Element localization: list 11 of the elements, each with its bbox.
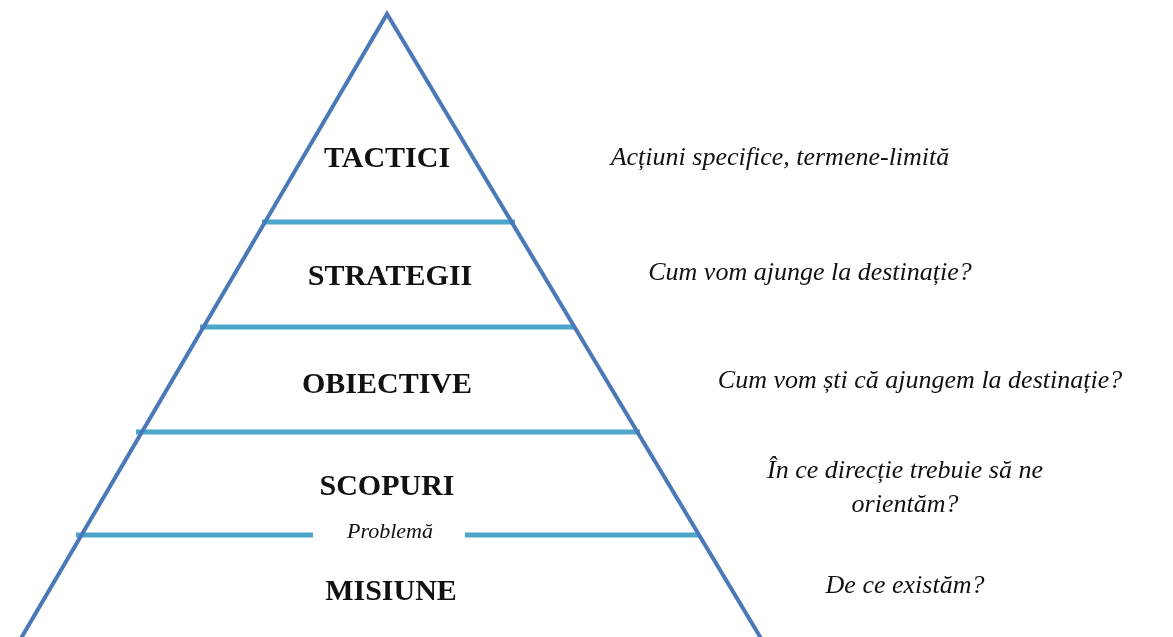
level-label: OBIECTIVE [301, 366, 473, 400]
level-label: MISIUNE [325, 573, 457, 607]
problem-label: Problemă [347, 518, 433, 544]
level-label: TACTICI [323, 140, 451, 174]
level-description: Acțiuni specifice, termene-limită [610, 142, 950, 172]
level-description: În ce direcție trebuie să ne orientăm? [766, 454, 1044, 520]
level-description: Cum vom ști că ajungem la destinație? [717, 365, 1123, 395]
level-label: SCOPURI [319, 468, 455, 502]
level-label: STRATEGII [307, 258, 473, 292]
level-description: Cum vom ajunge la destinație? [648, 257, 972, 287]
level-description: De ce existăm? [825, 570, 985, 600]
